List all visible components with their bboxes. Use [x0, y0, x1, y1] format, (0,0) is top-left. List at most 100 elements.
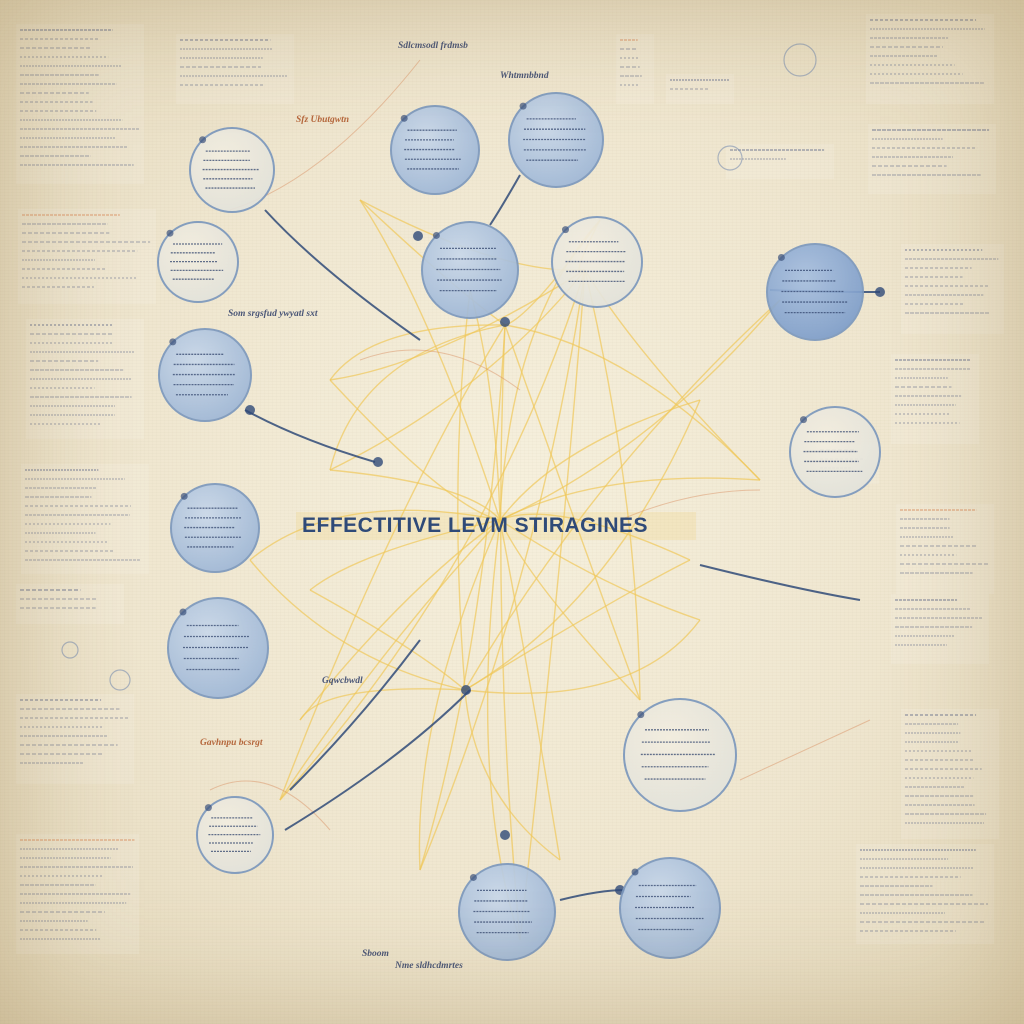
diagram-node [390, 105, 480, 195]
node-anchor-dot [180, 492, 188, 500]
connection-web [209, 59, 871, 941]
text-block-bg [901, 244, 1004, 334]
text-block-bg [176, 34, 294, 104]
bottom-small-caption: Sboom [362, 949, 389, 959]
yellow-link [249, 559, 466, 691]
title-highlight [296, 512, 696, 540]
node-anchor-dot [562, 226, 569, 234]
node-anchor-dot [400, 114, 408, 122]
ink-connector [264, 209, 421, 341]
connector-dot [461, 685, 471, 695]
yellow-link [499, 513, 691, 561]
node-anchor-dot [519, 102, 527, 110]
top-caption-secondary: Sdlcmsodl frdmsb [398, 41, 468, 51]
node-circle [196, 796, 274, 874]
small-ring-node [717, 145, 743, 171]
diagram-nodes [61, 43, 881, 961]
diagram-node [789, 406, 881, 498]
yellow-link [419, 269, 586, 871]
side-text-columns [16, 14, 1004, 954]
connector-dot [373, 457, 383, 467]
diagram-node [619, 857, 721, 959]
small-ring-node [61, 641, 79, 659]
connector-dot [500, 830, 510, 840]
node-circle [508, 92, 604, 188]
yellow-link [309, 589, 466, 691]
node-anchor-dot [199, 136, 207, 144]
orange-sketch-link [209, 780, 331, 831]
yellow-link [329, 469, 501, 521]
yellow-link [504, 324, 761, 481]
orange-sketch-link [619, 489, 761, 521]
text-block-bg [891, 354, 979, 444]
connector-dot [245, 405, 255, 415]
top-caption: Whtmnbbnd [500, 71, 549, 81]
yellow-link [464, 689, 561, 861]
text-block-bg [18, 209, 156, 304]
node-anchor-dot [169, 338, 177, 346]
connector-dot [875, 287, 885, 297]
diagram-node [421, 221, 519, 319]
yellow-link [249, 509, 501, 561]
ink-connector [244, 409, 376, 463]
diagram-node [167, 597, 269, 699]
node-circle [189, 127, 275, 213]
ink-connector [289, 639, 421, 791]
yellow-link [359, 199, 501, 521]
node-circle [158, 328, 252, 422]
yellow-link [504, 324, 641, 701]
bottom-left-accent-caption: Gavhnpu bcsrgt [200, 738, 263, 748]
small-ring-node [783, 43, 817, 77]
yellow-link [457, 289, 471, 691]
connector-dot [500, 317, 510, 327]
yellow-link [464, 619, 701, 695]
left-mid-caption: Gqwcbwdl [322, 676, 363, 686]
ink-connectors [244, 174, 885, 901]
text-block-bg [21, 464, 149, 574]
diagram-node [157, 221, 239, 303]
yellow-link [329, 269, 586, 381]
yellow-link [584, 269, 641, 701]
yellow-link [299, 519, 501, 721]
diagram-node [458, 863, 556, 961]
text-block-bg [16, 24, 144, 184]
node-anchor-dot [469, 873, 477, 881]
text-block-bg [868, 124, 996, 194]
diagram-node [170, 483, 260, 573]
text-block-bg [896, 504, 994, 594]
diagram-node [196, 796, 274, 874]
orange-sketch-link [359, 349, 521, 391]
diagram-node [551, 216, 643, 308]
diagram-node [158, 328, 252, 422]
text-block-bg [16, 694, 134, 784]
yellow-link [329, 379, 501, 521]
diagram-node [623, 698, 737, 812]
node-anchor-dot [637, 711, 645, 719]
yellow-link [499, 519, 641, 701]
ink-connector [284, 689, 471, 831]
left-accent-caption: Sfz Ubutgwtn [296, 115, 349, 125]
yellow-link [419, 324, 506, 871]
diagram-node [508, 92, 604, 188]
yellow-link [499, 399, 701, 521]
yellow-link [418, 519, 501, 871]
bottom-caption: Nme sldhcdmrtes [394, 961, 463, 971]
yellow-link [279, 324, 506, 801]
ink-connector [489, 174, 521, 226]
node-anchor-dot [800, 416, 807, 424]
yellow-link [499, 519, 561, 861]
node-anchor-dot [432, 231, 440, 239]
node-anchor-dot [631, 868, 639, 876]
yellow-link [499, 477, 761, 521]
yellow-link [279, 519, 501, 801]
text-block-bg [856, 844, 994, 944]
yellow-link [464, 299, 781, 691]
yellow-link [499, 299, 781, 521]
text-block-bg [616, 34, 654, 104]
node-anchor-dot [179, 608, 187, 616]
node-anchor-dot [777, 253, 785, 261]
yellow-link [499, 324, 521, 941]
node-anchor-dot [166, 229, 174, 237]
